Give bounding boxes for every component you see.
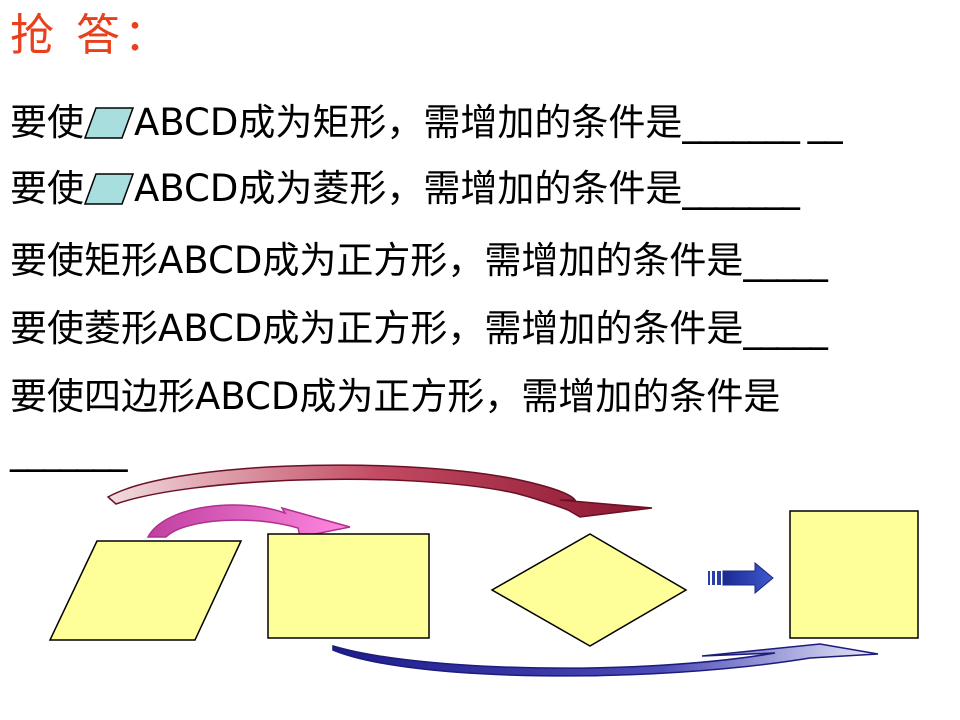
curved-arrow-top-icon [106, 464, 653, 518]
question-line-5: 要使四边形ABCD成为正方形，需增加的条件是 [10, 378, 780, 415]
line-text: 要使菱形ABCD成为正方形，需增加的条件是 [10, 307, 744, 350]
question-line-1: 要使 ABCD成为矩形，需增加的条件是_______ __ [10, 101, 843, 144]
question-line-3: 要使矩形ABCD成为正方形，需增加的条件是_____ [10, 239, 828, 282]
answer-blank: _____ [743, 239, 827, 282]
parallelogram-symbol-icon [84, 173, 134, 205]
parallelogram-shape [48, 540, 243, 641]
line-text: ABCD成为矩形，需增加的条件是 [134, 101, 683, 144]
answer-blank: _______ __ [682, 101, 842, 144]
block-arrow-icon [708, 561, 774, 595]
line-text: ABCD成为菱形，需增加的条件是 [134, 167, 683, 210]
curved-arrow-bottom-icon [332, 643, 879, 677]
rectangle-shape [267, 533, 430, 639]
answer-blank-final: _______ [10, 429, 127, 472]
answer-blank: _____ [743, 307, 827, 350]
line-text: 要使四边形ABCD成为正方形，需增加的条件是 [10, 375, 781, 418]
line-text: 要使矩形ABCD成为正方形，需增加的条件是 [10, 239, 744, 282]
line-prefix: 要使 [10, 101, 84, 144]
answer-blank: _______ [682, 167, 799, 210]
question-line-4: 要使菱形ABCD成为正方形，需增加的条件是_____ [10, 307, 828, 350]
parallelogram-symbol-icon [84, 107, 134, 139]
question-line-2: 要使 ABCD成为菱形，需增加的条件是_______ [10, 167, 800, 210]
curved-arrow-pink-icon [146, 504, 351, 538]
square-shape [789, 510, 919, 639]
slide-title: 抢 答： [10, 10, 172, 61]
rhombus-shape [490, 533, 688, 647]
line-prefix: 要使 [10, 167, 84, 210]
